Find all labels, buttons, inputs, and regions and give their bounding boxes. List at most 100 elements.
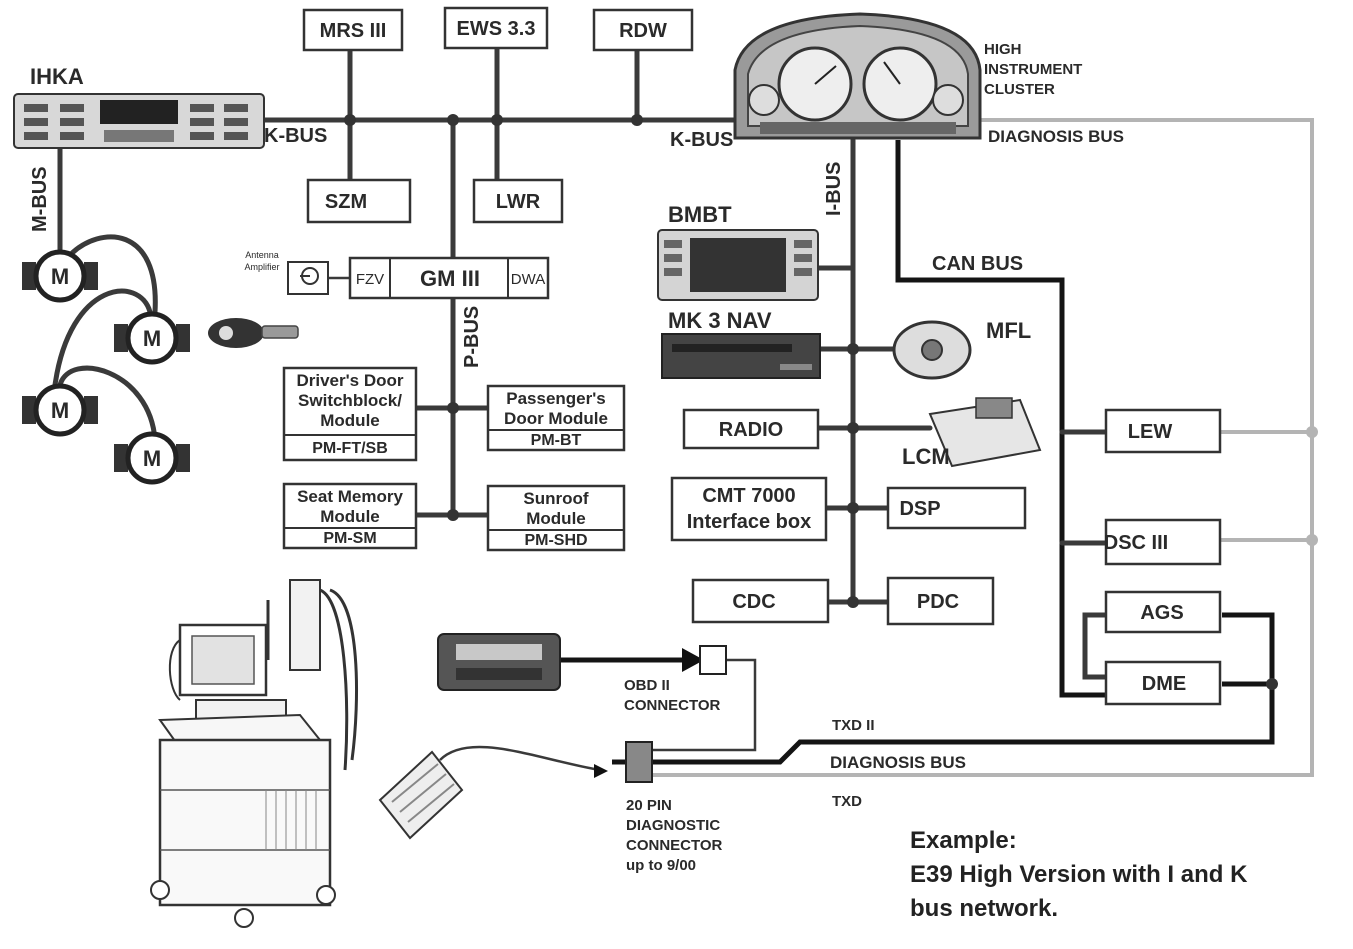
gm-module: FZV GM III DWA: [348, 256, 550, 300]
obd-tester-device: [437, 633, 561, 691]
cmt-line-1: CMT 7000: [702, 485, 795, 507]
ihka-label: IHKA: [30, 64, 84, 89]
motor-2-label: M: [143, 326, 161, 351]
caption-line-3: bus network.: [910, 895, 1058, 922]
szm-label: SZM: [325, 191, 367, 213]
diagnosis-bus-line: [640, 118, 1314, 777]
i-bus-label: I-BUS: [823, 162, 845, 216]
dme-label: DME: [1142, 673, 1186, 695]
k-bus-label-left: K-BUS: [264, 125, 327, 147]
rdw-label: RDW: [619, 20, 667, 42]
obd-arrow: [682, 648, 704, 672]
drivers-door-line-2: Switchblock/: [298, 391, 402, 410]
ihka-panel: [13, 93, 265, 149]
cluster-line-3: CLUSTER: [984, 81, 1055, 98]
lew-label: LEW: [1128, 421, 1173, 443]
wires: [52, 45, 1318, 778]
bmbt-label: BMBT: [668, 202, 732, 227]
breakout-cable: [439, 745, 601, 772]
seat-memory-module: Seat Memory Module PM-SM: [282, 482, 418, 550]
passenger-door-code: PM-BT: [531, 432, 582, 449]
antenna-amplifier: [287, 261, 329, 295]
dsp-label: DSP: [899, 498, 940, 520]
ags-label: AGS: [1140, 602, 1183, 624]
ags-module: AGS: [1104, 590, 1222, 634]
gm-label: GM III: [420, 266, 480, 291]
mfl-steering-wheel-icon: [892, 320, 972, 380]
antenna-label-2: Amplifier: [244, 262, 279, 272]
cluster-line-2: INSTRUMENT: [984, 61, 1082, 78]
breakout-arrow: [594, 764, 608, 778]
can-bus-label: CAN BUS: [932, 253, 1023, 275]
junction: [1306, 426, 1318, 438]
bmbt-unit: [657, 229, 819, 301]
p-bus-label: P-BUS: [461, 306, 483, 368]
caption-line-2: E39 High Version with I and K: [910, 861, 1248, 888]
pin20-line-1: 20 PIN: [626, 797, 672, 814]
diagnosis-bus-label-bottom: DIAGNOSIS BUS: [830, 753, 966, 772]
txd2-line: [612, 612, 1275, 765]
junction: [631, 114, 643, 126]
mk3nav-unit: [661, 333, 821, 379]
m-bus-label: M-BUS: [29, 166, 51, 232]
seat-memory-line-1: Seat Memory: [297, 487, 403, 506]
ags-dme-loop: [1082, 612, 1109, 680]
drivers-door-line-1: Driver's Door: [296, 371, 403, 390]
k-bus-label-right: K-BUS: [670, 129, 733, 151]
diagnostic-tester-cart: [150, 579, 359, 928]
can-bus-line: [895, 140, 1106, 698]
dwa-label: DWA: [511, 271, 545, 288]
ews-label: EWS 3.3: [457, 18, 536, 40]
lew-module: LEW: [1104, 408, 1222, 454]
m-bus-loop-3: [57, 365, 158, 443]
sunroof-line-1: Sunroof: [523, 489, 588, 508]
sunroof-line-2: Module: [526, 509, 586, 528]
drivers-door-line-3: Module: [320, 411, 380, 430]
fzv-label: FZV: [356, 271, 384, 288]
txd2-label: TXD II: [832, 717, 875, 734]
dsp-module: DSP: [886, 486, 1027, 530]
dsc-module: DSC III: [1104, 518, 1222, 566]
passenger-door-line-1: Passenger's: [506, 389, 606, 408]
motor-2: M: [114, 311, 190, 365]
seat-memory-code: PM-SM: [323, 530, 376, 547]
obd-line-2: CONNECTOR: [624, 697, 721, 714]
ews-module: EWS 3.3: [443, 6, 549, 50]
passenger-door-line-2: Door Module: [504, 409, 608, 428]
drivers-door-code: PM-FT/SB: [312, 440, 388, 457]
lwr-module: LWR: [472, 178, 564, 224]
junction: [847, 596, 859, 608]
antenna-label-1: Antenna: [245, 250, 279, 260]
motor-1-label: M: [51, 264, 69, 289]
junction: [344, 114, 356, 126]
sunroof-code: PM-SHD: [524, 532, 587, 549]
motor-3: M: [22, 383, 98, 437]
junction: [447, 509, 459, 521]
junction: [447, 114, 459, 126]
pin20-line-3: CONNECTOR: [626, 837, 723, 854]
cmt-line-2: Interface box: [687, 511, 811, 533]
motor-4-label: M: [143, 446, 161, 471]
junction: [847, 422, 859, 434]
cluster-line-1: HIGH: [984, 41, 1022, 58]
junction: [1266, 678, 1278, 690]
mk3nav-label: MK 3 NAV: [668, 308, 772, 333]
dsc-label: DSC III: [1104, 532, 1168, 554]
mfl-label: MFL: [986, 318, 1031, 343]
key-fob-icon: [208, 318, 299, 348]
mrs-module: MRS III: [302, 8, 404, 52]
lcm-label: LCM: [902, 444, 950, 469]
passenger-door-module: Passenger's Door Module PM-BT: [486, 384, 626, 452]
junction: [1306, 534, 1318, 546]
instrument-cluster: [733, 12, 982, 140]
junction: [491, 114, 503, 126]
rdw-module: RDW: [592, 8, 694, 52]
pin20-line-2: DIAGNOSTIC: [626, 817, 720, 834]
motor-1: M: [22, 249, 98, 303]
motor-3-label: M: [51, 398, 69, 423]
pdc-label: PDC: [917, 591, 959, 613]
breakout-box-icon: [378, 750, 464, 840]
obd-line-1: OBD II: [624, 677, 670, 694]
obd-connector-icon: [699, 645, 727, 675]
txd-label: TXD: [832, 793, 862, 810]
